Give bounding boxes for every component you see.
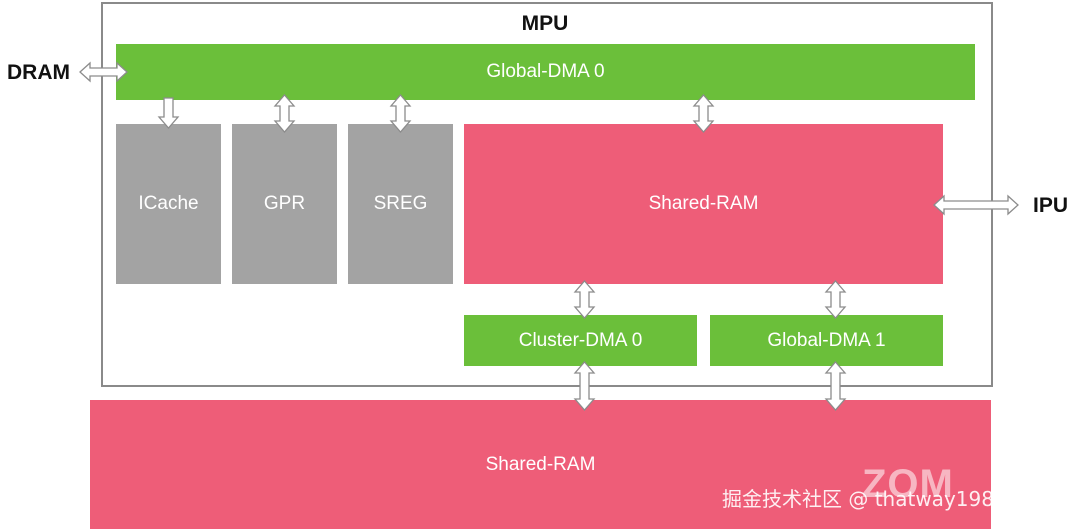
mpu-frame <box>101 2 993 387</box>
shared-ram-inner-label: Shared-RAM <box>648 193 759 214</box>
icache-label: ICache <box>138 193 199 214</box>
sreg-link-arrow <box>389 94 412 133</box>
shared-ram-outer-label: Shared-RAM <box>485 453 596 475</box>
mpu-title-wrap: MPU <box>0 12 1080 36</box>
global-dma-0-block: Global-DMA 0 <box>116 44 975 100</box>
cluster-dma-0-label: Cluster-DMA 0 <box>518 329 643 351</box>
dram-link-arrow <box>79 61 128 83</box>
global-dma-1-block: Global-DMA 1 <box>710 315 943 366</box>
sreg-label: SREG <box>373 193 428 214</box>
mpu-title: MPU <box>521 12 569 35</box>
cluster-dma-up-arrow <box>573 280 596 319</box>
sreg-block: SREG <box>348 124 453 284</box>
shared-ram-outer-block: Shared-RAM <box>90 400 991 529</box>
shared-ram-inner-block: Shared-RAM <box>464 124 943 284</box>
icache-block: ICache <box>116 124 221 284</box>
ipu-link-arrow <box>933 194 1019 216</box>
watermark-logo: ZOM <box>862 462 954 506</box>
global-dma-0-label: Global-DMA 0 <box>486 61 605 82</box>
global-dma-1-label: Global-DMA 1 <box>767 329 886 351</box>
dram-label: DRAM <box>7 61 70 84</box>
icache-down-arrow <box>157 97 180 129</box>
gpr-link-arrow <box>273 94 296 133</box>
global-dma-1-up-arrow <box>824 280 847 319</box>
shared-ram-top-arrow <box>692 94 715 133</box>
watermark-text: 掘金技术社区 @ thatway1989 <box>722 487 1007 511</box>
cluster-dma-0-block: Cluster-DMA 0 <box>464 315 697 366</box>
gpr-block: GPR <box>232 124 337 284</box>
global-dma-1-down-arrow <box>824 361 847 411</box>
cluster-dma-down-arrow <box>573 361 596 411</box>
gpr-label: GPR <box>263 193 306 214</box>
ipu-label: IPU <box>1033 194 1069 217</box>
